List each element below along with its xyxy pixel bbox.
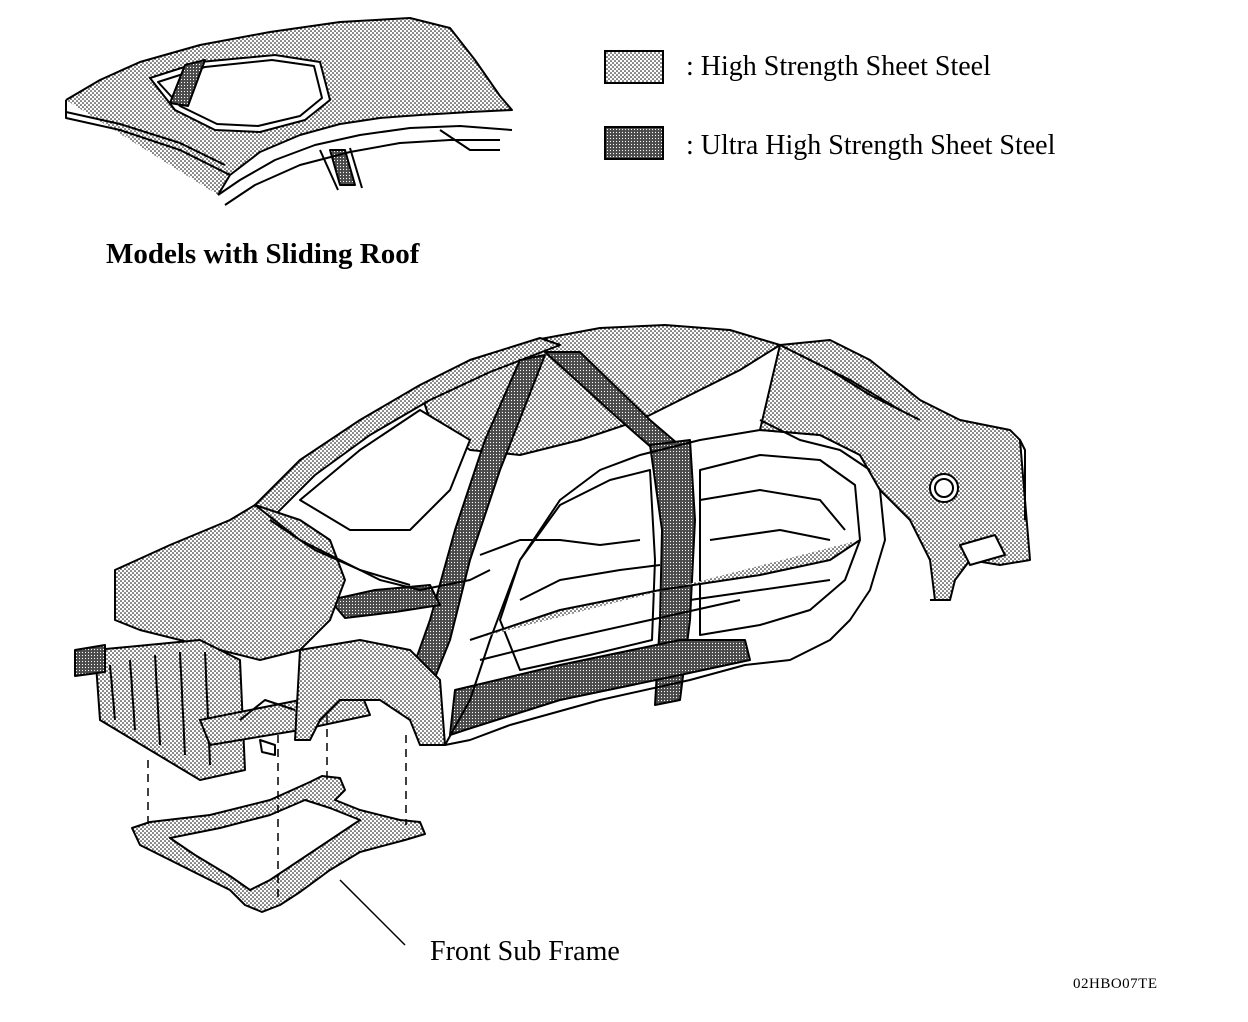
inset-ultra-high-strength-pillar [329, 149, 356, 186]
figure-code: 02HBO07TE [1073, 976, 1158, 992]
sub-frame-mounting-guides [147, 715, 407, 900]
inset-caption: Models with Sliding Roof [106, 238, 420, 270]
center-pillar-ultra-high-strength [649, 439, 696, 706]
radiator-support [94, 639, 246, 781]
rear-lamp-pocket [959, 534, 1006, 566]
floor-pan [469, 539, 861, 641]
side-sill-ultra-high-strength [449, 639, 751, 736]
front-wheel-housing [294, 639, 446, 746]
front-sub-frame [131, 775, 426, 913]
legend-label-ultra-high-strength: : Ultra High Strength Sheet Steel [686, 130, 1056, 161]
dash-cross-member-ultra-high-strength [329, 584, 441, 619]
windshield-opening [299, 409, 471, 531]
rear-door-opening [699, 454, 861, 636]
body-in-white [74, 324, 1031, 781]
front-apron [114, 504, 346, 661]
sub-frame-inner-opening [169, 799, 361, 891]
inset-ultra-high-strength-strip [169, 59, 206, 107]
front-bumper-reinforcement [74, 644, 106, 677]
a-pillar-roof-rail [254, 337, 561, 516]
front-sub-frame-label: Front Sub Frame [430, 936, 620, 967]
sliding-roof-inset [65, 17, 513, 206]
legend-swatch-high-strength [604, 50, 664, 84]
front-sub-frame-leader [339, 879, 406, 946]
legend-swatch-ultra-high-strength [604, 126, 664, 160]
front-door-opening [499, 469, 656, 671]
legend-label-high-strength: : High Strength Sheet Steel [686, 51, 991, 82]
